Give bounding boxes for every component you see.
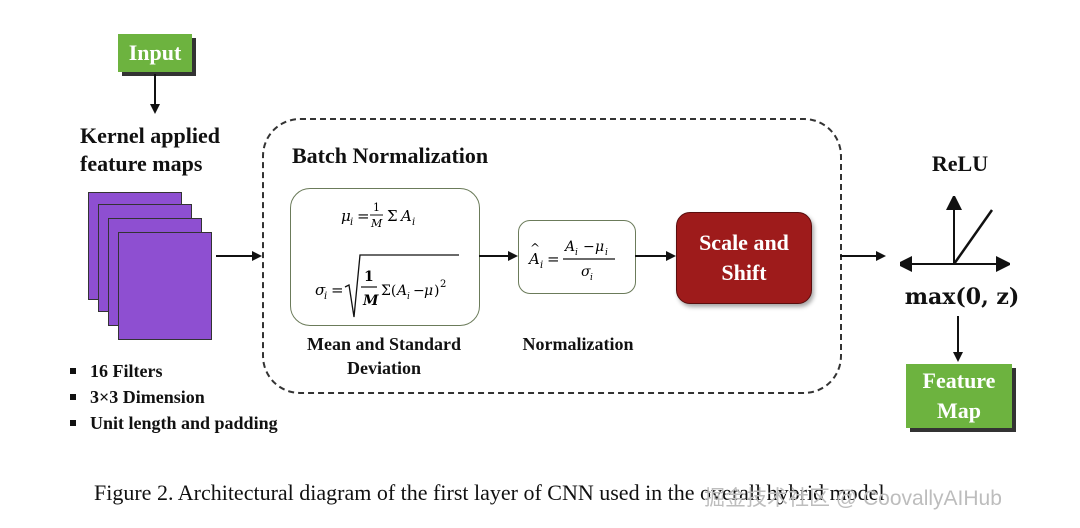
svg-text:A: A: [527, 250, 540, 268]
svg-text:i: i: [540, 260, 543, 271]
svg-text:=: =: [331, 281, 344, 299]
figure-caption: Figure 2. Architectural diagram of the f…: [94, 480, 885, 505]
svg-text:A: A: [395, 283, 407, 299]
relu-label: ReLU: [931, 151, 989, 176]
scale-shift-box: Scale and Shift: [676, 212, 812, 304]
svg-text:i: i: [324, 291, 327, 302]
svg-text:μ: μ: [424, 283, 433, 299]
normalization-formula: A ^ i = A i − μ i σ i: [527, 239, 615, 283]
svg-text:^: ^: [530, 241, 540, 255]
svg-text:): ): [434, 283, 439, 299]
mean-std-label: Mean and Standard Deviation: [282, 332, 486, 380]
batch-normalization-title: Batch Normalization: [292, 143, 489, 168]
svg-text:Σ: Σ: [387, 207, 398, 225]
mean-std-box: μ i = 1 M Σ A i σ i = 1 M Σ( A i − μ ) 2: [290, 188, 480, 326]
normalization-box: A ^ i = A i − μ i σ i: [518, 220, 636, 294]
svg-text:M: M: [362, 293, 379, 309]
kernel-label-line1: Kernel applied: [80, 123, 220, 148]
svg-text:−: −: [413, 283, 425, 299]
svg-text:i: i: [407, 292, 410, 302]
mean-std-formulas: μ i = 1 M Σ A i σ i = 1 M Σ( A i − μ ) 2: [315, 201, 459, 318]
svg-text:σ: σ: [315, 281, 326, 299]
svg-text:=: =: [357, 207, 370, 225]
svg-text:A: A: [563, 239, 575, 255]
filter-specs-list: 16 Filters 3×3 Dimension Unit length and…: [68, 358, 298, 436]
svg-text:1: 1: [364, 269, 374, 285]
kernel-label: Kernel applied feature maps: [80, 122, 280, 178]
relu-graph: [900, 196, 1010, 272]
svg-text:−: −: [583, 239, 595, 255]
relu-curve: [952, 209, 994, 265]
svg-text:i: i: [575, 248, 578, 258]
mean-std-label-line1: Mean and Standard: [306, 334, 462, 354]
input-box: Input: [118, 34, 192, 72]
watermark-text: 掘金技术社区 @ CoovallyAIHub: [704, 487, 1002, 510]
bullet-dimension: 3×3 Dimension: [68, 384, 298, 410]
bullet-padding: Unit length and padding: [68, 410, 298, 436]
svg-text:Σ(: Σ(: [381, 283, 396, 299]
scale-shift-label-line1: Scale and: [699, 230, 789, 255]
bullet-filters: 16 Filters: [68, 358, 298, 384]
input-label: Input: [128, 40, 182, 65]
svg-text:A: A: [399, 207, 412, 225]
mean-std-label-line2: Deviation: [347, 358, 421, 378]
kernel-label-line2: feature maps: [80, 151, 203, 176]
svg-text:2: 2: [440, 279, 446, 290]
relu-formula: max(0, z): [904, 284, 1020, 310]
svg-text:=: =: [547, 250, 560, 268]
scale-shift-label-line2: Shift: [721, 260, 767, 285]
svg-text:1: 1: [373, 201, 380, 214]
feature-maps-stack: [84, 190, 224, 340]
feature-map-layer-4: [118, 232, 212, 340]
feature-map-label-line2: Map: [937, 398, 981, 423]
normalization-label: Normalization: [522, 334, 634, 354]
svg-text:i: i: [605, 248, 608, 258]
svg-text:i: i: [350, 217, 353, 228]
svg-text:σ: σ: [581, 264, 591, 280]
svg-text:i: i: [412, 217, 415, 228]
svg-text:μ: μ: [341, 207, 351, 225]
svg-text:M: M: [370, 217, 383, 230]
svg-text:μ: μ: [595, 239, 604, 255]
feature-map-box: Feature Map: [906, 364, 1012, 428]
svg-text:i: i: [590, 273, 593, 283]
feature-map-label-line1: Feature: [922, 368, 996, 393]
